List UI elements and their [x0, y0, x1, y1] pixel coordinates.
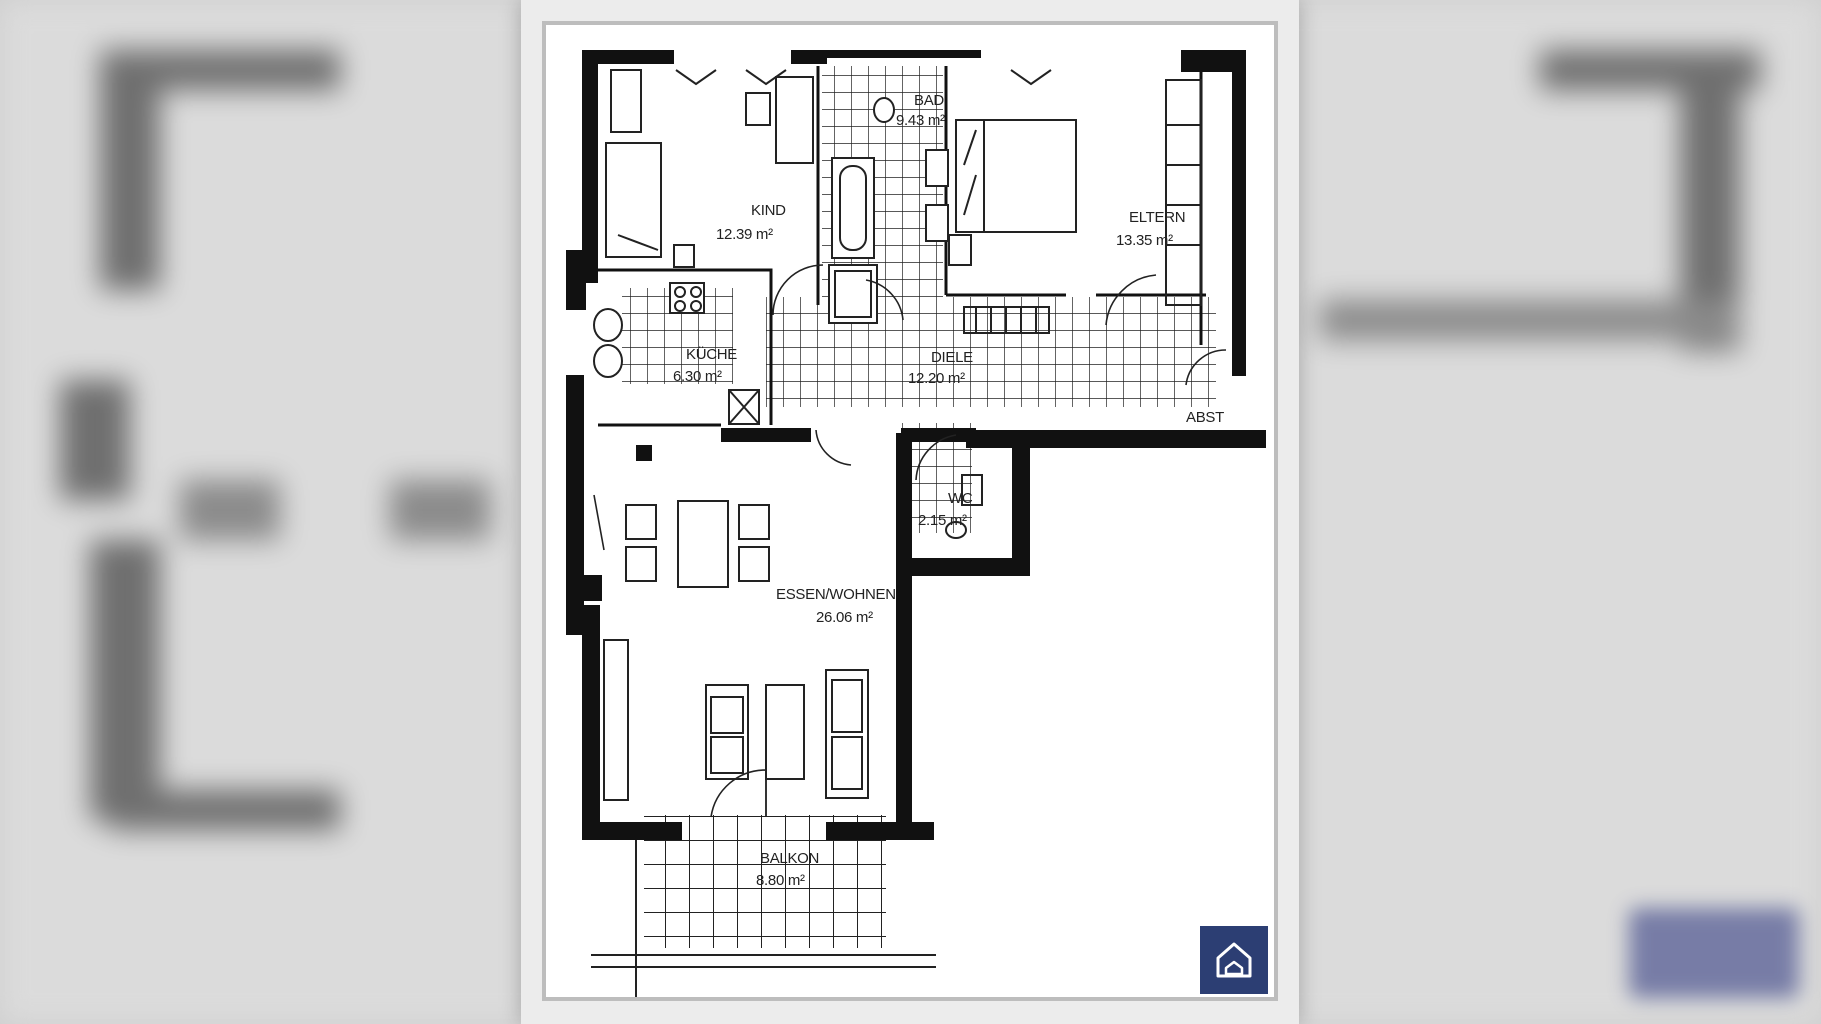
- room-name-eltern: ELTERN: [1129, 209, 1185, 226]
- floor-plan-image: KIND 12.39 m² BAD 9.43 m² ELTERN 13.35 m…: [542, 21, 1278, 1001]
- eltern-furniture: [948, 69, 1202, 306]
- home-icon: [1216, 942, 1252, 978]
- room-name-essen-wohnen: ESSEN/WOHNEN: [776, 586, 896, 603]
- photo-frame: KIND 12.39 m² BAD 9.43 m² ELTERN 13.35 m…: [521, 0, 1299, 1024]
- room-area-kind: 12.39 m²: [716, 226, 773, 243]
- room-area-bad: 9.43 m²: [896, 112, 945, 129]
- room-name-balkon: BALKON: [760, 850, 819, 867]
- room-area-essen-wohnen: 26.06 m²: [816, 609, 873, 626]
- kind-furniture: [605, 69, 814, 268]
- kitchen-fixtures: [593, 282, 760, 425]
- room-area-kueche: 6.30 m²: [673, 368, 722, 385]
- room-area-diele: 12.20 m²: [908, 370, 965, 387]
- room-area-wc: 2.15 m²: [918, 512, 967, 529]
- room-area-eltern: 13.35 m²: [1116, 232, 1173, 249]
- room-area-balkon: 8.80 m²: [756, 872, 805, 889]
- room-name-wc: WC: [948, 490, 973, 507]
- door-swings: [593, 264, 1227, 818]
- walls: [566, 50, 1266, 840]
- bath-fixtures: [828, 97, 949, 324]
- floor-plan-drawing: KIND 12.39 m² BAD 9.43 m² ELTERN 13.35 m…: [566, 50, 1266, 997]
- balcony-railing: [591, 840, 936, 997]
- room-name-diele: DIELE: [931, 349, 973, 366]
- room-name-kind: KIND: [751, 202, 786, 219]
- background-home-button-ghost: [1629, 908, 1799, 998]
- room-name-kueche: KÜCHE: [686, 345, 737, 363]
- room-name-bad: BAD: [914, 92, 944, 109]
- living-furniture: [603, 306, 1050, 801]
- misc-label-abst: ABST: [1186, 409, 1224, 426]
- home-button[interactable]: [1200, 926, 1268, 994]
